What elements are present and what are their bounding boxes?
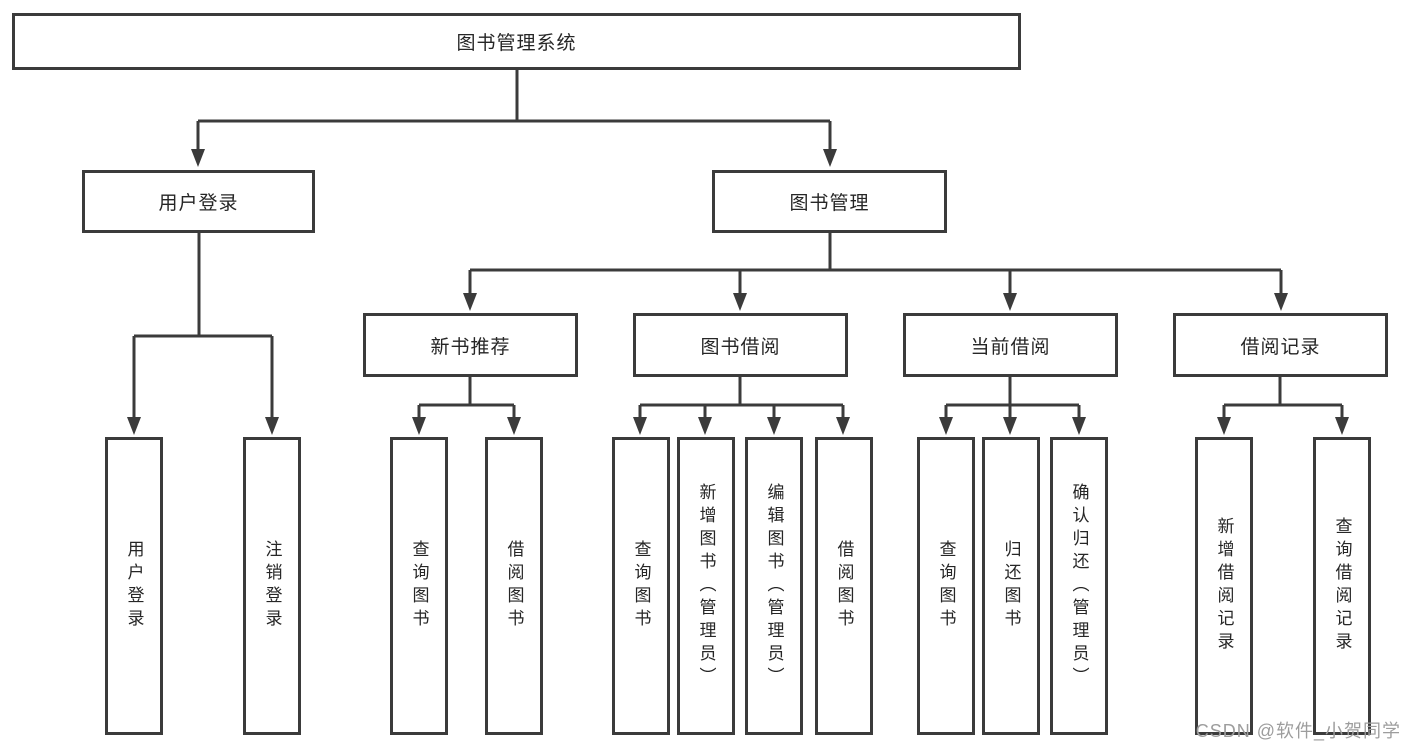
node-book-management-label: 图书管理 — [789, 193, 870, 214]
csdn-watermark: CSDN @软件_小贺同学 — [1195, 721, 1401, 741]
connector-current-borrowing-children — [939, 377, 1086, 435]
node-new-book-recommend-label: 新书推荐 — [430, 336, 511, 358]
node-book-management: 图书管理 — [712, 170, 947, 233]
node-leaf-add-book-admin: 新增图书（管理员） — [677, 437, 735, 735]
node-root-label: 图书管理系统 — [456, 33, 577, 54]
node-leaf-query-books-borrowing-label: 查询图书 — [631, 540, 651, 632]
node-book-borrowing-label: 图书借阅 — [700, 336, 781, 358]
node-user-login-label: 用户登录 — [158, 193, 239, 214]
node-leaf-borrow-books-recommend-label: 借阅图书 — [504, 540, 524, 632]
node-leaf-add-book-admin-label: 新增图书（管理员） — [696, 482, 716, 690]
node-leaf-query-borrow-record: 查询借阅记录 — [1313, 437, 1371, 735]
connector-new-book-recommend-children — [412, 377, 521, 435]
connector-book-borrowing-children — [633, 377, 850, 435]
node-leaf-query-books-recommend-label: 查询图书 — [409, 540, 429, 632]
node-borrowing-records: 借阅记录 — [1173, 313, 1388, 377]
node-leaf-confirm-return-admin: 确认归还（管理员） — [1050, 437, 1108, 735]
node-book-borrowing: 图书借阅 — [633, 313, 848, 377]
node-leaf-borrow-books-recommend: 借阅图书 — [485, 437, 543, 735]
node-leaf-query-books-borrowing: 查询图书 — [612, 437, 670, 735]
node-leaf-return-book-label: 归还图书 — [1001, 540, 1021, 632]
node-borrowing-records-label: 借阅记录 — [1240, 336, 1321, 358]
node-leaf-return-book: 归还图书 — [982, 437, 1040, 735]
connector-root-to-level2 — [191, 70, 837, 167]
node-leaf-borrow-books-borrowing-label: 借阅图书 — [834, 540, 854, 632]
node-leaf-query-books-current: 查询图书 — [917, 437, 975, 735]
node-leaf-query-books-recommend: 查询图书 — [390, 437, 448, 735]
node-leaf-edit-book-admin-label: 编辑图书（管理员） — [764, 482, 784, 690]
node-leaf-query-borrow-record-label: 查询借阅记录 — [1332, 517, 1352, 655]
node-leaf-logout: 注销登录 — [243, 437, 301, 735]
node-current-borrowing-label: 当前借阅 — [970, 336, 1051, 358]
node-leaf-add-borrow-record: 新增借阅记录 — [1195, 437, 1253, 735]
node-user-login: 用户登录 — [82, 170, 315, 233]
node-leaf-confirm-return-admin-label: 确认归还（管理员） — [1069, 482, 1089, 690]
connector-borrowing-records-children — [1217, 377, 1349, 435]
node-new-book-recommend: 新书推荐 — [363, 313, 578, 377]
connector-user-login-children — [127, 233, 279, 435]
node-leaf-query-books-current-label: 查询图书 — [936, 540, 956, 632]
node-leaf-add-borrow-record-label: 新增借阅记录 — [1214, 517, 1234, 655]
node-root-system: 图书管理系统 — [12, 13, 1021, 70]
node-leaf-borrow-books-borrowing: 借阅图书 — [815, 437, 873, 735]
node-leaf-user-login-label: 用户登录 — [124, 540, 144, 632]
node-leaf-edit-book-admin: 编辑图书（管理员） — [745, 437, 803, 735]
node-current-borrowing: 当前借阅 — [903, 313, 1118, 377]
node-leaf-user-login: 用户登录 — [105, 437, 163, 735]
connector-book-management-children — [463, 233, 1288, 311]
node-leaf-logout-label: 注销登录 — [262, 540, 282, 632]
